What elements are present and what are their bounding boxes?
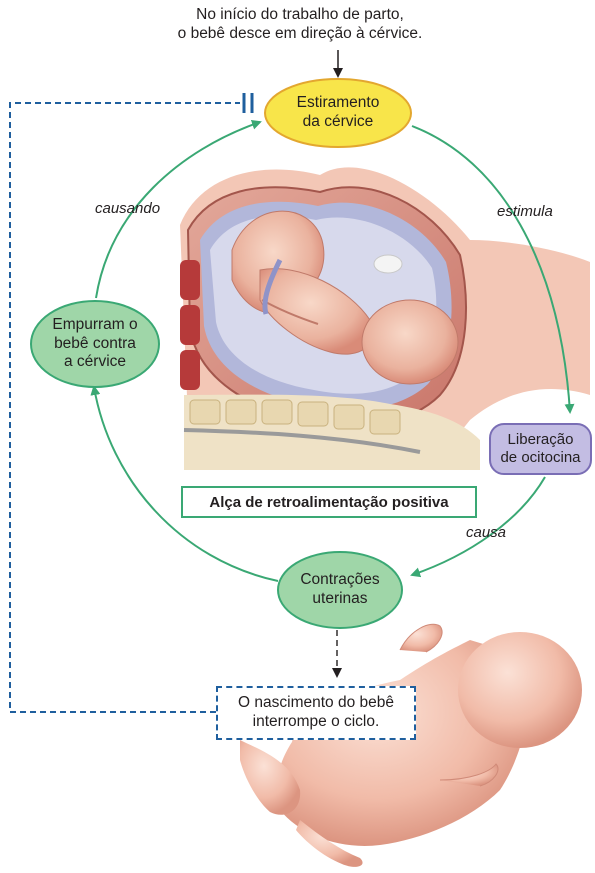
- node-oxytocin-line-2: de ocitocina: [500, 449, 580, 467]
- node-push: Empurram o bebê contra a cérvice: [31, 301, 159, 387]
- node-stretch-line-1: Estiramento: [297, 94, 380, 113]
- node-stretch: Estiramento da cérvice: [265, 80, 411, 146]
- node-push-line-1: Empurram o: [52, 316, 137, 335]
- node-push-line-3: a cérvice: [52, 353, 137, 372]
- label-stimulates: estimula: [497, 203, 553, 220]
- node-contractions-line-1: Contrações: [300, 571, 379, 590]
- node-oxytocin: Liberação de ocitocina: [490, 424, 591, 474]
- newborn-baby-illustration: [240, 624, 582, 867]
- node-contractions: Contrações uterinas: [278, 552, 402, 628]
- node-push-line-2: bebê contra: [52, 335, 137, 354]
- loop-title: Alça de retroalimentação positiva: [181, 486, 477, 518]
- node-oxytocin-line-1: Liberação: [500, 431, 580, 449]
- node-stretch-line-2: da cérvice: [297, 113, 380, 132]
- label-causes: causa: [466, 524, 506, 541]
- intro-text: No início do trabalho de parto, o bebê d…: [150, 6, 450, 44]
- intro-line-1: No início do trabalho de parto,: [150, 6, 450, 25]
- birth-stop-box: O nascimento do bebê interrompe o ciclo.: [216, 686, 416, 740]
- intro-line-2: o bebê desce em direção à cérvice.: [150, 25, 450, 44]
- node-contractions-line-2: uterinas: [300, 590, 379, 609]
- label-causing: causando: [95, 200, 160, 217]
- inhibition-bar-icon: [244, 93, 252, 113]
- stop-box-line-2: interrompe o ciclo.: [238, 713, 394, 732]
- stop-box-line-1: O nascimento do bebê: [238, 694, 394, 713]
